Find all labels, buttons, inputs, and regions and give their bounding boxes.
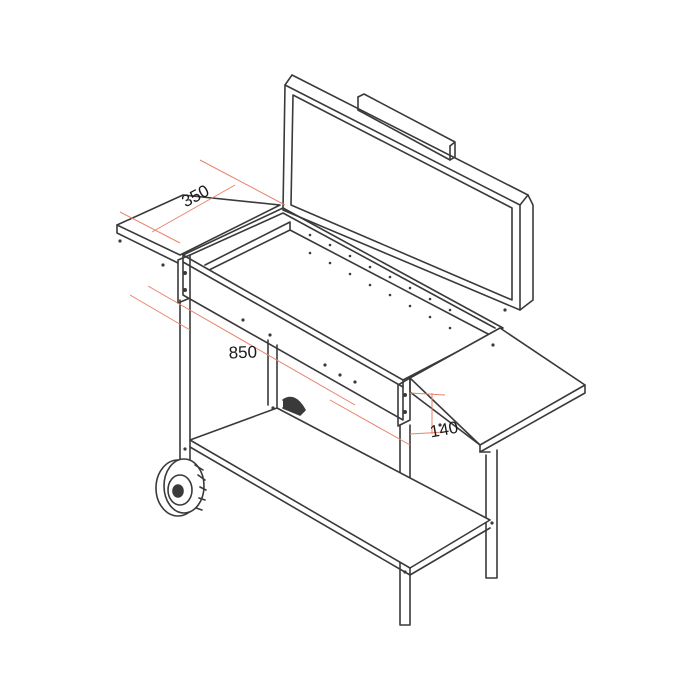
firebox bbox=[177, 207, 504, 427]
wheel-icon bbox=[155, 458, 207, 517]
right-side-shelf bbox=[409, 327, 586, 453]
length-dimension-label: 850 bbox=[228, 343, 257, 363]
bolts bbox=[118, 233, 507, 574]
height-dimension-label: 140 bbox=[428, 418, 459, 442]
lid bbox=[282, 74, 534, 311]
left-side-shelf bbox=[116, 194, 281, 264]
bottom-shelf bbox=[189, 407, 491, 576]
handle-icon bbox=[357, 93, 456, 161]
dimension-lines bbox=[119, 159, 446, 446]
rear-wheel bbox=[282, 396, 306, 416]
